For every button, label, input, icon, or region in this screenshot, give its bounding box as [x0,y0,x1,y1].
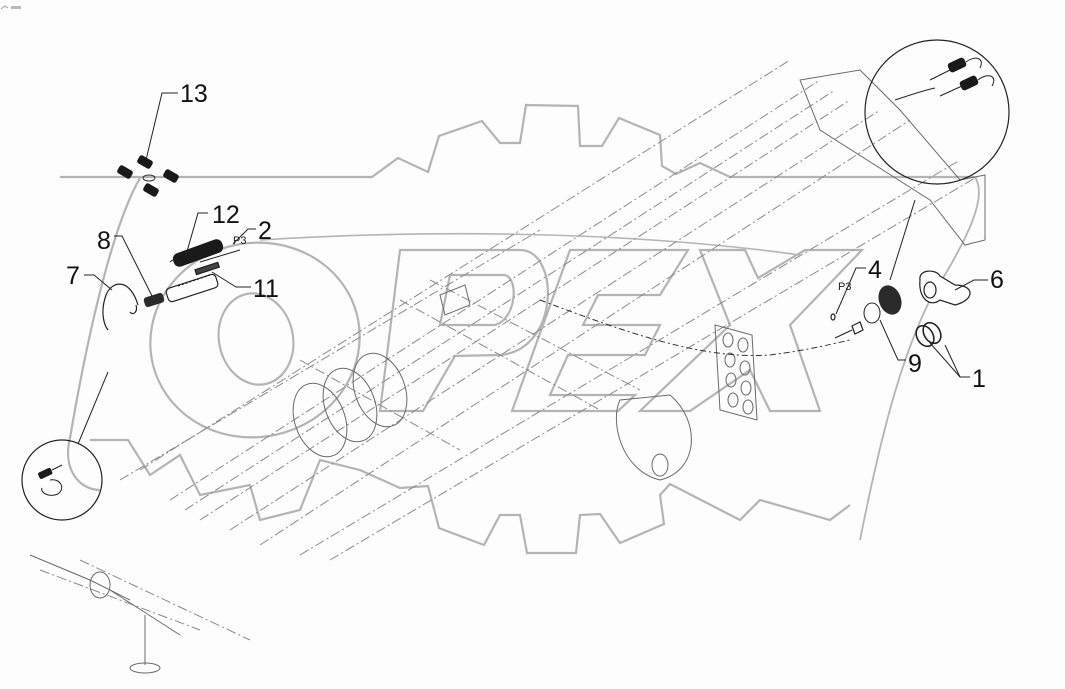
part-12-sleeve[interactable] [169,238,225,269]
callout-4[interactable]: 4 [868,256,882,284]
part-6-clamp[interactable] [919,270,971,306]
note-p3-left: P3 [233,235,247,247]
detail-circle-bottom-left [21,439,103,521]
part-7-cable[interactable] [102,283,139,331]
detail-circle-top-right [864,39,1010,185]
part-1-o-rings[interactable] [913,319,945,349]
part-4-bolt[interactable] [830,313,864,339]
callout-6[interactable]: 6 [990,266,1004,294]
part-11-plug[interactable] [165,261,221,303]
callout-13[interactable]: 13 [180,80,208,108]
part-9-coupler[interactable] [863,282,905,324]
callout-7[interactable]: 7 [66,262,80,290]
note-p3-right: P3 [838,281,852,293]
callout-2[interactable]: 2 [258,217,272,245]
part-13-clip-set[interactable] [117,155,179,197]
callout-11[interactable]: 11 [253,275,279,303]
part-8-nozzle[interactable] [143,292,165,308]
callout-12[interactable]: 12 [212,201,240,229]
callout-9[interactable]: 9 [908,350,922,378]
corner-mark-icon [0,5,21,10]
callout-1[interactable]: 1 [972,365,986,393]
callout-8[interactable]: 8 [97,227,111,255]
